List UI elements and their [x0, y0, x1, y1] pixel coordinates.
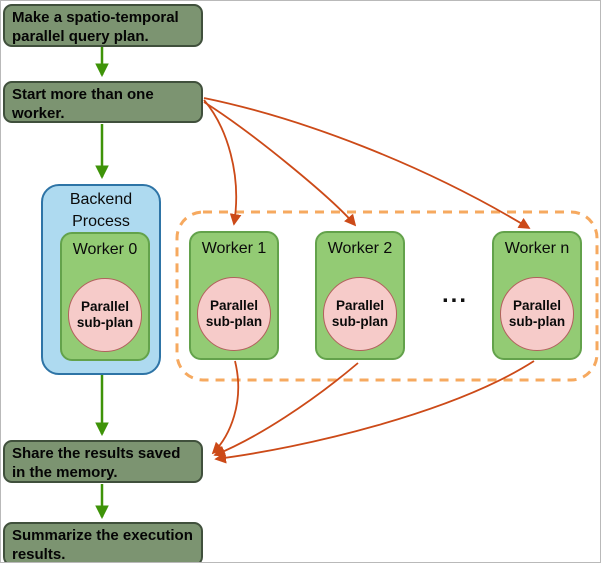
flow-step-start-workers: Start more than one worker. [3, 81, 203, 123]
arrow-worker-2-to-share [213, 362, 359, 457]
backend-process-box: Backend Process Worker 0 Parallel sub-pl… [41, 184, 161, 375]
parallel-subplan-circle: Parallel sub-plan [197, 277, 271, 351]
worker-2-label: Worker 2 [327, 240, 393, 257]
worker-n-label: Worker n [504, 240, 570, 257]
arrow-worker-1-to-share [211, 360, 240, 455]
backend-process-label: Backend Process [69, 191, 133, 230]
arrow-worker-n-to-share [214, 360, 535, 464]
worker-box-1: Worker 1 Parallel sub-plan [189, 231, 279, 360]
worker-0-label: Worker 0 [72, 241, 138, 258]
flow-step-share-results: Share the results saved in the memory. [3, 440, 203, 483]
worker-box-2: Worker 2 Parallel sub-plan [315, 231, 405, 360]
arrow-start-to-worker-1 [203, 99, 242, 226]
arrow-start-to-worker-2 [203, 101, 357, 227]
worker-box-n: Worker n Parallel sub-plan [492, 231, 582, 360]
parallel-subplan-circle: Parallel sub-plan [68, 278, 142, 352]
parallel-subplan-circle: Parallel sub-plan [500, 277, 574, 351]
parallel-subplan-label: Parallel sub-plan [331, 298, 389, 329]
worker-box-0: Worker 0 Parallel sub-plan [60, 232, 150, 361]
arrow-start-to-worker-n [203, 97, 531, 229]
parallel-subplan-label: Parallel sub-plan [508, 298, 566, 329]
flow-step-summarize: Summarize the execution results. [3, 522, 203, 562]
workers-ellipsis: ... [441, 281, 468, 308]
parallel-subplan-label: Parallel sub-plan [205, 298, 263, 329]
parallel-subplan-label: Parallel sub-plan [76, 299, 134, 330]
flow-step-make-plan: Make a spatio-temporal parallel query pl… [3, 4, 203, 47]
parallel-subplan-circle: Parallel sub-plan [323, 277, 397, 351]
worker-1-label: Worker 1 [201, 240, 267, 257]
